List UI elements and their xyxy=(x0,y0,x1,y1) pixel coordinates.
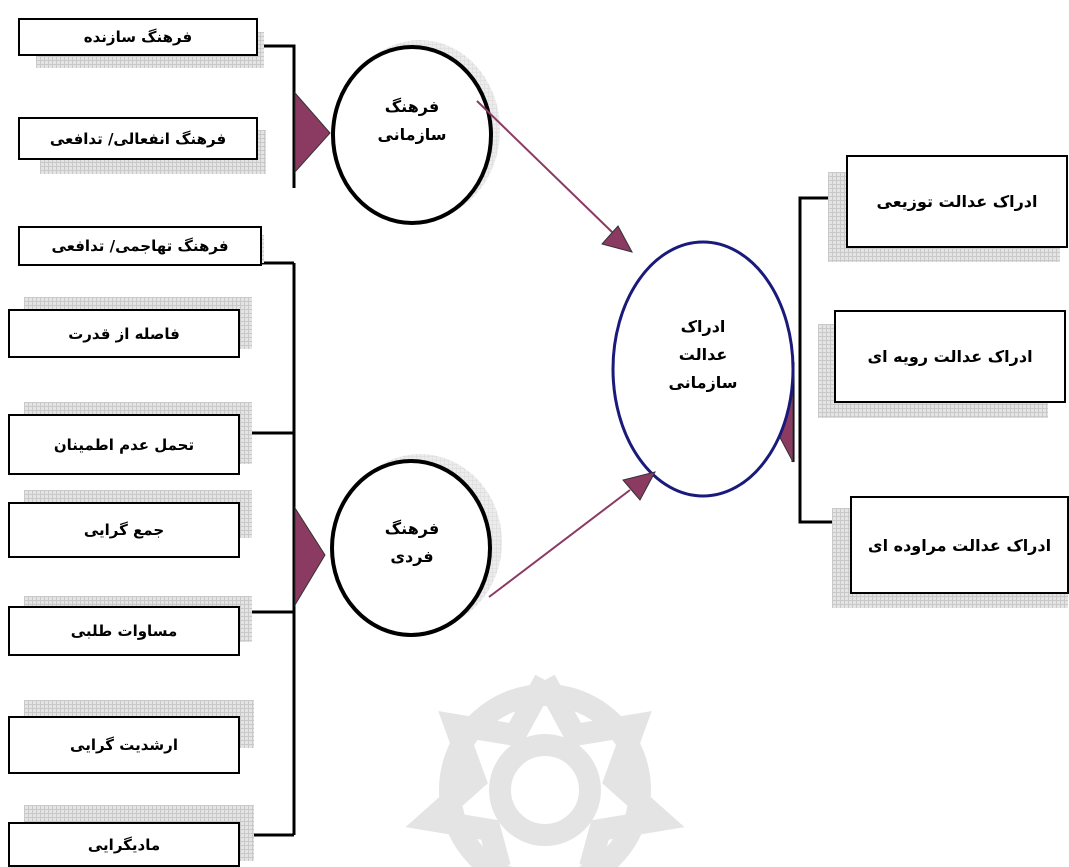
box-materialism: مادیگرایی xyxy=(8,822,240,867)
circle-label-line: فرهنگ xyxy=(384,97,440,116)
circle-label-line: فردی xyxy=(390,547,434,566)
box-label: فاصله از قدرت xyxy=(68,324,180,343)
box-label: فرهنگ انفعالی/ تدافعی xyxy=(49,129,227,148)
box-label: تحمل عدم اطمینان xyxy=(53,435,195,454)
connector-lines-top-group xyxy=(258,44,296,265)
box-interactional-justice: ادراک عدالت مراوده ای xyxy=(850,496,1069,594)
box-seniority: ارشدیت گرایی xyxy=(8,716,240,774)
circle-label-line: عدالت xyxy=(678,345,728,364)
box-power-distance: فاصله از قدرت xyxy=(8,309,240,358)
circle-label-line: سازمانی xyxy=(377,125,447,144)
arrow-org-to-justice xyxy=(476,100,633,253)
circle-ind-culture xyxy=(330,459,492,637)
box-egalitarianism: مساوات طلبی xyxy=(8,606,240,656)
circle-justice xyxy=(611,240,795,498)
arrow-ind-to-justice xyxy=(488,471,656,598)
box-procedural-justice: ادراک عدالت رویه ای xyxy=(834,310,1066,403)
circle-ind-culture-label: فرهنگ فردی xyxy=(352,515,472,571)
box-label: ارشدیت گرایی xyxy=(70,736,178,754)
box-passive-defensive-culture: فرهنگ انفعالی/ تدافعی xyxy=(18,117,258,160)
box-label: ادراک عدالت توزیعی xyxy=(876,192,1038,211)
box-collectivism: جمع گرایی xyxy=(8,502,240,558)
box-uncertainty-avoidance: تحمل عدم اطمینان xyxy=(8,414,240,475)
circle-label-line: سازمانی xyxy=(668,373,738,392)
circle-org-culture-label: فرهنگ سازمانی xyxy=(352,93,472,149)
triangle-pointer-org xyxy=(294,91,331,174)
circle-justice-label: ادراک عدالت سازمانی xyxy=(633,313,773,397)
box-distributive-justice: ادراک عدالت توزیعی xyxy=(846,155,1068,248)
watermark-logo xyxy=(405,674,685,867)
box-label: فرهنگ سازنده xyxy=(83,28,193,46)
circle-org-culture xyxy=(331,45,493,225)
circle-label-line: ادراک xyxy=(680,317,726,336)
box-label: مادیگرایی xyxy=(87,835,161,854)
box-label: ادراک عدالت مراوده ای xyxy=(867,535,1052,555)
triangle-pointer-ind xyxy=(294,506,326,607)
box-aggressive-defensive-culture: فرهنگ تهاجمی/ تدافعی xyxy=(18,226,262,266)
box-label: مساوات طلبی xyxy=(70,622,178,640)
box-constructive-culture: فرهنگ سازنده xyxy=(18,18,258,56)
box-label: جمع گرایی xyxy=(83,521,165,539)
box-label: فرهنگ تهاجمی/ تدافعی xyxy=(51,237,229,255)
circle-label-line: فرهنگ xyxy=(384,519,440,538)
box-label: ادراک عدالت رویه ای xyxy=(867,347,1033,366)
